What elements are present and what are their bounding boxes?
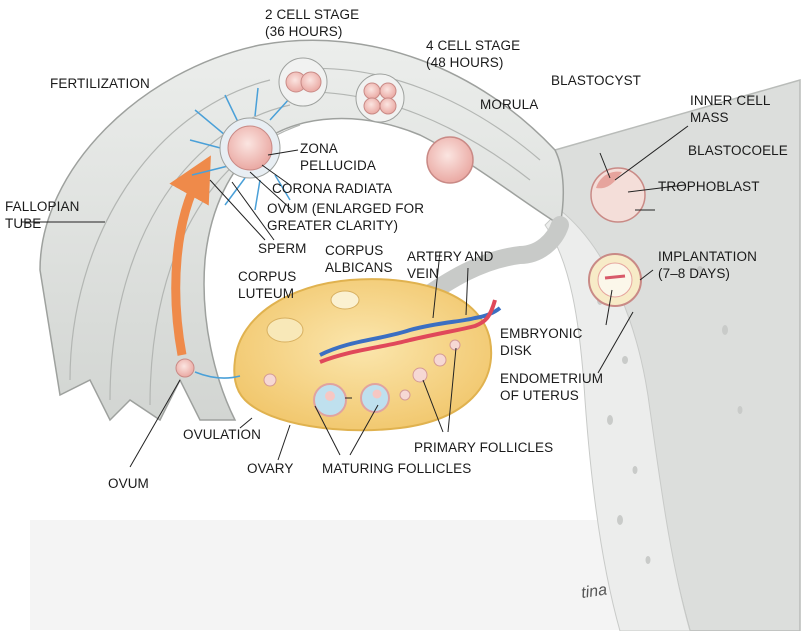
label-artery-and-vein: ARTERY AND VEIN bbox=[407, 248, 494, 282]
corpus-albicans bbox=[331, 291, 359, 309]
label-zona-pellucida: ZONA PELLUCIDA bbox=[300, 140, 376, 174]
blastocyst bbox=[591, 168, 645, 222]
label-corpus-luteum: CORPUS LUTEUM bbox=[238, 268, 296, 302]
corpus-luteum bbox=[267, 318, 303, 342]
two-cell-embryo bbox=[279, 58, 327, 106]
four-cell-embryo bbox=[356, 74, 404, 122]
label-embryonic-disk: EMBRYONIC DISK bbox=[500, 325, 582, 359]
label-primary-follicles: PRIMARY FOLLICLES bbox=[414, 439, 553, 456]
implantation-embryo bbox=[589, 254, 641, 306]
label-ovulation: OVULATION bbox=[183, 426, 261, 443]
label-fertilization: FERTILIZATION bbox=[50, 75, 150, 92]
label-blastocyst: BLASTOCYST bbox=[551, 72, 641, 89]
label-ovum-enlarged: OVUM (ENLARGED FOR GREATER CLARITY) bbox=[267, 200, 424, 234]
label-maturing-follicles: MATURING FOLLICLES bbox=[322, 460, 471, 477]
label-corona-radiata: CORONA RADIATA bbox=[272, 180, 392, 197]
label-morula: MORULA bbox=[480, 96, 538, 113]
morula bbox=[427, 137, 473, 183]
label-corpus-albicans: CORPUS ALBICANS bbox=[325, 242, 393, 276]
artist-signature: tina bbox=[580, 582, 608, 602]
label-inner-cell-mass: INNER CELL MASS bbox=[690, 92, 771, 126]
label-implantation: IMPLANTATION (7–8 DAYS) bbox=[658, 248, 757, 282]
label-sperm: SPERM bbox=[258, 240, 307, 257]
label-trophoblast: TROPHOBLAST bbox=[658, 178, 760, 195]
ovulated-ovum bbox=[176, 359, 194, 377]
label-4-cell-stage: 4 CELL STAGE (48 HOURS) bbox=[426, 37, 520, 71]
label-fallopian-tube: FALLOPIAN TUBE bbox=[5, 198, 79, 232]
label-endometrium: ENDOMETRIUM OF UTERUS bbox=[500, 370, 603, 404]
label-ovary: OVARY bbox=[247, 460, 294, 477]
label-ovum: OVUM bbox=[108, 475, 149, 492]
label-blastocoele: BLASTOCOELE bbox=[688, 142, 788, 159]
label-2-cell-stage: 2 CELL STAGE (36 HOURS) bbox=[265, 6, 359, 40]
page-shadow bbox=[30, 520, 690, 630]
